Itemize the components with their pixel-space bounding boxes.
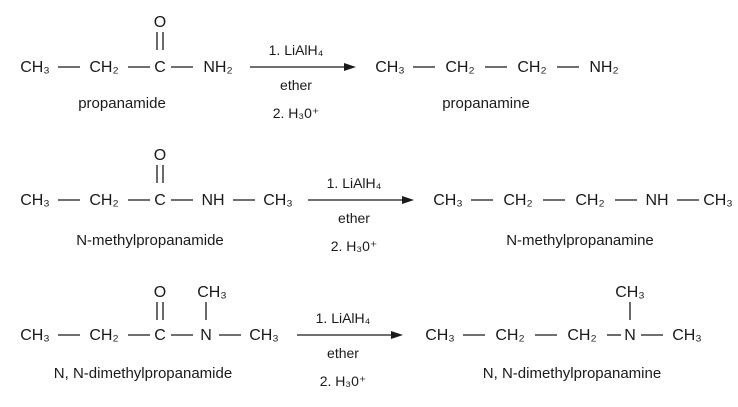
arrow-head <box>344 63 356 71</box>
reagent-step-1: 1. LiAlH₄ <box>327 175 382 191</box>
reaction-2: O CH₃ CH₂ C NH CH₃ N-methylpropanamide 1… <box>20 147 733 254</box>
reaction-3: O CH₃ CH₃ CH₂ C N CH₃ N, N-dimethylpropa… <box>20 284 702 389</box>
group-ch3: CH₃ <box>375 59 405 76</box>
product-3-structure: CH₃ CH₃ CH₂ CH₂ N CH₃ <box>425 284 702 344</box>
group-nh2: NH₂ <box>203 59 232 76</box>
group-ch3: CH₃ <box>20 327 50 344</box>
n-methyl-group: CH₃ <box>615 284 645 301</box>
reaction-1: O CH₃ CH₂ C NH₂ propanamide 1. LiAlH₄ et… <box>20 14 618 121</box>
group-ch3: CH₃ <box>263 192 293 209</box>
product-3-name: N, N-dimethylpropanamine <box>483 365 661 382</box>
carbonyl-carbon: C <box>154 59 166 76</box>
reactant-2-name: N-methylpropanamide <box>76 232 224 249</box>
carbonyl-oxygen: O <box>154 14 166 31</box>
group-nh: NH <box>645 192 668 209</box>
group-ch3: CH₃ <box>425 327 455 344</box>
solvent: ether <box>280 77 312 93</box>
group-ch3: CH₃ <box>20 59 50 76</box>
reagent-step-2: 2. H₃0⁺ <box>320 373 367 389</box>
group-n: N <box>200 327 212 344</box>
group-ch2: CH₂ <box>575 192 604 209</box>
reagent-step-2: 2. H₃0⁺ <box>331 238 378 254</box>
group-n: N <box>624 327 636 344</box>
product-2-structure: CH₃ CH₂ CH₂ NH CH₃ <box>433 192 733 209</box>
reaction-2-conditions: 1. LiAlH₄ ether 2. H₃0⁺ <box>308 175 414 254</box>
carbonyl-carbon: C <box>154 192 166 209</box>
product-1-structure: CH₃ CH₂ CH₂ NH₂ <box>375 59 618 76</box>
product-2-name: N-methylpropanamine <box>506 232 654 249</box>
carbonyl-carbon: C <box>154 327 166 344</box>
group-ch3: CH₃ <box>672 327 702 344</box>
product-1-name: propanamine <box>442 95 530 112</box>
solvent: ether <box>338 210 370 226</box>
reactant-1-name: propanamide <box>78 95 166 112</box>
group-ch3: CH₃ <box>20 192 50 209</box>
group-ch2: CH₂ <box>445 59 474 76</box>
group-nh: NH <box>201 192 224 209</box>
group-ch2: CH₂ <box>503 192 532 209</box>
group-ch3: CH₃ <box>433 192 463 209</box>
reactant-3-name: N, N-dimethylpropanamide <box>54 365 232 382</box>
group-ch3: CH₃ <box>703 192 733 209</box>
reaction-1-conditions: 1. LiAlH₄ ether 2. H₃0⁺ <box>250 42 356 121</box>
group-ch2: CH₂ <box>89 327 118 344</box>
solvent: ether <box>327 345 359 361</box>
group-ch2: CH₂ <box>89 192 118 209</box>
group-nh2: NH₂ <box>589 59 618 76</box>
carbonyl-oxygen: O <box>154 147 166 164</box>
reagent-step-2: 2. H₃0⁺ <box>273 105 320 121</box>
reactant-1-structure: O CH₃ CH₂ C NH₂ <box>20 14 232 76</box>
group-ch3: CH₃ <box>249 327 279 344</box>
reagent-step-1: 1. LiAlH₄ <box>316 310 371 326</box>
reaction-3-conditions: 1. LiAlH₄ ether 2. H₃0⁺ <box>297 310 403 389</box>
group-ch2: CH₂ <box>89 59 118 76</box>
group-ch2: CH₂ <box>495 327 524 344</box>
group-ch2: CH₂ <box>517 59 546 76</box>
group-ch2: CH₂ <box>567 327 596 344</box>
n-methyl-group: CH₃ <box>197 284 227 301</box>
reactant-3-structure: O CH₃ CH₃ CH₂ C N CH₃ <box>20 284 279 344</box>
reagent-step-1: 1. LiAlH₄ <box>269 42 324 58</box>
reactant-2-structure: O CH₃ CH₂ C NH CH₃ <box>20 147 293 209</box>
carbonyl-oxygen: O <box>154 284 166 301</box>
arrow-head <box>391 331 403 339</box>
arrow-head <box>402 196 414 204</box>
